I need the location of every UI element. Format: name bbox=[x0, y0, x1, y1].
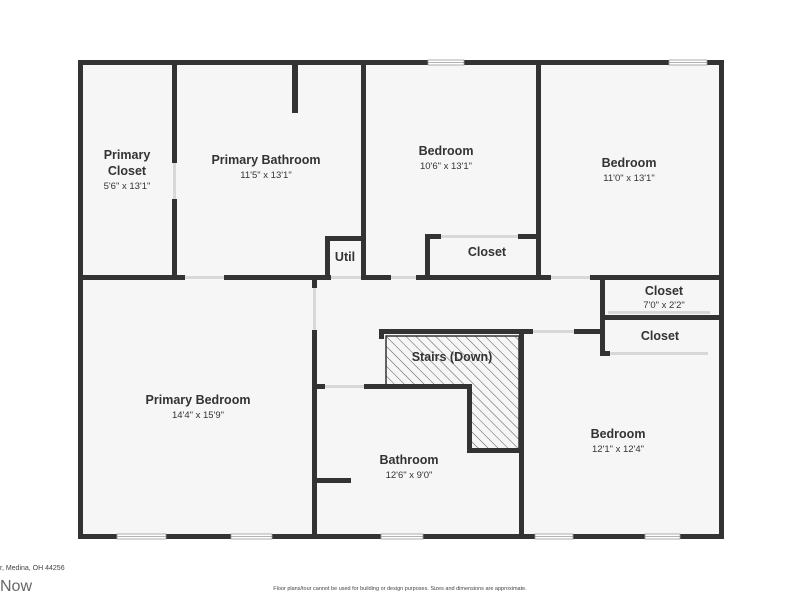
room-primary-bedroom: Primary Bedroom 14'4" x 15'9" bbox=[146, 393, 251, 421]
room-dimensions: 14'4" x 15'9" bbox=[172, 410, 224, 421]
room-dimensions: 11'5" x 13'1" bbox=[240, 170, 291, 181]
room-name: Bedroom bbox=[602, 156, 657, 170]
window-bottom-2 bbox=[230, 533, 273, 540]
room-name: Closet bbox=[108, 164, 147, 178]
room-name: Bedroom bbox=[591, 427, 646, 441]
room-name: Bathroom bbox=[379, 453, 438, 467]
room-dimensions: 7'0" x 2'2" bbox=[643, 300, 685, 311]
room-name: Primary Bedroom bbox=[146, 393, 251, 407]
window-bottom-4 bbox=[534, 533, 574, 540]
window-top-bedroom-right bbox=[668, 59, 708, 66]
room-name: Primary bbox=[104, 148, 151, 162]
windows bbox=[116, 59, 708, 540]
room-name: Bedroom bbox=[419, 144, 474, 158]
room-closet-middle: Closet bbox=[468, 245, 507, 259]
room-closet-right-upper: Closet 7'0" x 2'2" bbox=[643, 284, 685, 311]
window-bottom-3 bbox=[380, 533, 424, 540]
room-name: Closet bbox=[645, 284, 684, 298]
room-dimensions: 12'1" x 12'4" bbox=[592, 444, 644, 455]
floor-area bbox=[80, 63, 721, 537]
room-bedroom-bottom-right: Bedroom 12'1" x 12'4" bbox=[591, 427, 646, 455]
room-name: Util bbox=[335, 250, 355, 264]
interior-walls bbox=[80, 63, 721, 538]
room-closet-right-lower: Closet bbox=[641, 329, 680, 343]
window-top-bedroom-middle bbox=[427, 59, 465, 66]
room-bedroom-top-right: Bedroom 11'0" x 13'1" bbox=[602, 156, 657, 184]
room-dimensions: 10'6" x 13'1" bbox=[420, 161, 472, 172]
room-dimensions: 12'6" x 9'0" bbox=[386, 470, 433, 481]
room-dimensions: 11'0" x 13'1" bbox=[603, 173, 654, 184]
door-openings bbox=[173, 163, 710, 388]
room-dimensions: 5'6" x 13'1" bbox=[104, 181, 151, 192]
room-name: Closet bbox=[641, 329, 680, 343]
room-bathroom: Bathroom 12'6" x 9'0" bbox=[379, 453, 438, 481]
window-bottom-1 bbox=[116, 533, 167, 540]
room-primary-bathroom: Primary Bathroom 11'5" x 13'1" bbox=[211, 153, 320, 181]
room-name: Stairs (Down) bbox=[412, 350, 493, 364]
window-bottom-5 bbox=[644, 533, 681, 540]
footer-disclaimer: Floor plans/tour cannot be used for buil… bbox=[273, 586, 527, 592]
room-bedroom-top-middle: Bedroom 10'6" x 13'1" bbox=[419, 144, 474, 172]
room-stairs: Stairs (Down) bbox=[412, 350, 493, 364]
footer-address: r, Medina, OH 44256 bbox=[0, 565, 65, 572]
room-name: Closet bbox=[468, 245, 507, 259]
room-name: Primary Bathroom bbox=[211, 153, 320, 167]
room-primary-closet: Primary Closet 5'6" x 13'1" bbox=[104, 148, 151, 192]
room-util: Util bbox=[335, 250, 355, 264]
footer-brand: Now bbox=[0, 578, 33, 595]
